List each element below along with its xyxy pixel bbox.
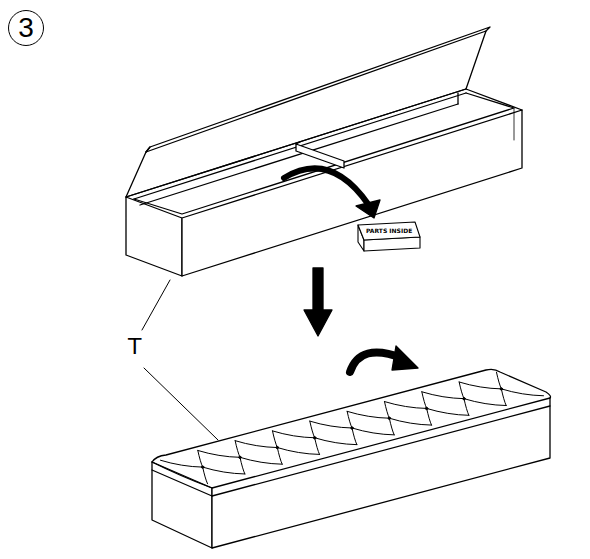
tuft-line (352, 428, 357, 445)
tuft-line (347, 411, 389, 418)
tuft-line (427, 408, 469, 415)
tuft-line (464, 399, 469, 416)
parts-box: PARTS INSIDE (358, 222, 421, 253)
part-label: T (126, 336, 143, 358)
tuft-button (276, 446, 278, 448)
tuft-line (203, 467, 245, 474)
leader-line (142, 280, 218, 440)
tuft-line (464, 399, 506, 406)
tuft-line (384, 402, 389, 419)
tuft-line (422, 392, 427, 409)
step-number: 3 (8, 10, 44, 46)
tuft-line (459, 382, 501, 389)
tuft-line (235, 441, 240, 458)
tuft-line (384, 402, 426, 409)
tuft-line (459, 382, 464, 399)
tuft-line (240, 457, 245, 474)
tuft-line (501, 389, 543, 396)
tuft-button (463, 397, 465, 399)
tuft-line (235, 441, 277, 448)
tuft-line (277, 448, 282, 465)
tuft-line (347, 411, 352, 428)
tuft-line (501, 389, 506, 406)
tuft-button (500, 388, 502, 390)
tuft-line (272, 431, 277, 448)
tuft-line (427, 408, 432, 425)
tuft-button (425, 407, 427, 409)
tuft-line (310, 421, 352, 428)
tuft-line (240, 457, 282, 464)
tuft-button (239, 456, 241, 458)
tuft-line (315, 438, 320, 455)
tuft-line (203, 467, 208, 484)
tuft-line (496, 372, 501, 389)
box-outline (358, 222, 421, 253)
tuft-line (389, 418, 431, 425)
flip-arrow (350, 346, 418, 372)
tuft-line (352, 428, 394, 435)
tuft-button (388, 417, 390, 419)
down-arrow (304, 268, 332, 336)
tuft-line (198, 450, 240, 457)
tuft-line (272, 431, 314, 438)
tuft-line (389, 418, 394, 435)
step-label: 3 (18, 14, 34, 42)
tuft-button (351, 427, 353, 429)
storage-box-open (126, 27, 522, 276)
tufted-bench (152, 369, 551, 548)
tuft-line (160, 460, 202, 467)
tuft-button (313, 437, 315, 439)
box-text: PARTS INSIDE (366, 228, 412, 234)
tuft-line (198, 450, 203, 467)
tuft-line (277, 448, 319, 455)
tuft-line (315, 438, 357, 445)
tuft-line (422, 392, 464, 399)
remove-arrow (284, 168, 380, 218)
tuft-button (201, 466, 203, 468)
tuft-line (310, 421, 315, 438)
